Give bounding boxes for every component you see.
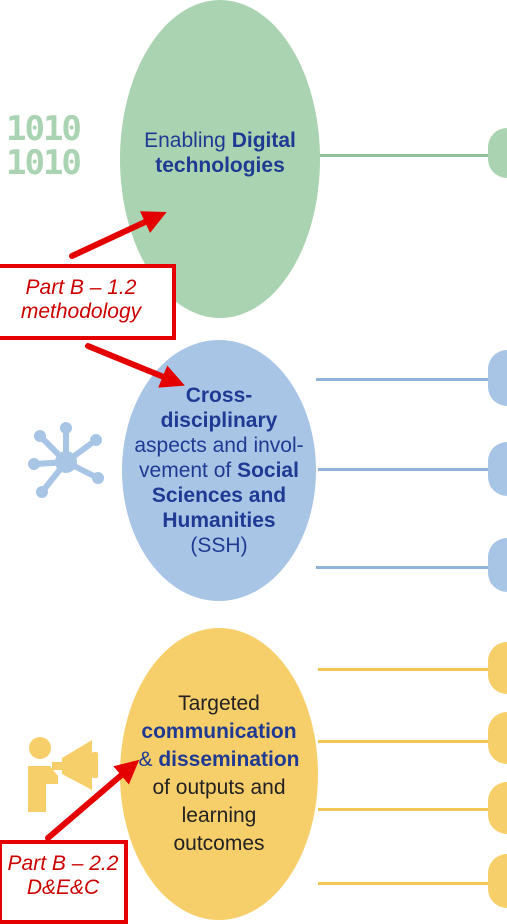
branch-node-ssh-1 — [488, 350, 507, 406]
callout-methodology: Part B – 1.2 methodology — [0, 264, 176, 340]
node-digital-prefix: Enabling — [144, 129, 232, 152]
branch-node-comm-3 — [488, 782, 507, 834]
branch-node-comm-2 — [488, 712, 507, 764]
callout-dec-line1: Part B – 2.2 — [7, 852, 119, 875]
ssh-line7: (SSH) — [190, 534, 248, 557]
ssh-line3: aspects and invol- — [134, 434, 304, 457]
node-digital-bold: Digital technologies — [155, 129, 296, 177]
comm-line4: of outputs and — [152, 776, 286, 799]
node-communication: Targeted communication & dissemination o… — [120, 628, 318, 920]
connector-comm-4 — [318, 882, 498, 885]
branch-node-comm-1 — [488, 642, 507, 694]
connector-ssh-3 — [316, 566, 498, 569]
node-ssh: Cross- disciplinary aspects and invol- v… — [120, 338, 318, 603]
ssh-line2: disciplinary — [160, 409, 278, 432]
connector-comm-2 — [318, 740, 498, 743]
ssh-line5: Sciences and — [151, 484, 287, 507]
ssh-line1: Cross- — [185, 384, 253, 407]
connector-ssh-2 — [316, 468, 498, 471]
comm-line2: communication — [141, 720, 297, 743]
connector-comm-3 — [318, 808, 498, 811]
ssh-line4-prefix: vement of — [139, 459, 238, 482]
branch-node-ssh-2 — [488, 442, 507, 496]
callout-methodology-line2: methodology — [20, 300, 142, 323]
comm-line3-bold: dissemination — [158, 748, 300, 771]
comm-line1: Targeted — [178, 692, 260, 715]
comm-line6: outcomes — [173, 832, 265, 855]
connector-comm-1 — [318, 668, 498, 671]
comm-line5: learning — [181, 804, 257, 827]
ssh-line6: Humanities — [162, 509, 276, 532]
callout-dec-line2: D&E&C — [26, 876, 100, 899]
branch-node-ssh-3 — [488, 538, 507, 592]
connector-digital — [318, 154, 498, 157]
branch-node-digital — [488, 128, 507, 178]
callout-methodology-line1: Part B – 1.2 — [25, 276, 137, 299]
network-icon — [28, 422, 104, 498]
binary-line1: 1010 — [6, 109, 82, 149]
ssh-line4-bold: Social — [237, 459, 299, 482]
callout-dec: Part B – 2.2 D&E&C — [0, 840, 128, 924]
arrow-to-ssh — [85, 343, 185, 388]
arrow-to-communication — [45, 759, 140, 841]
megaphone-person-icon — [28, 737, 98, 812]
comm-line3-prefix: & — [138, 748, 159, 771]
connector-ssh-1 — [316, 378, 498, 381]
branch-node-comm-4 — [488, 854, 507, 908]
arrow-to-digital — [69, 211, 167, 259]
binary-line2: 1010 — [6, 143, 82, 183]
binary-icon: 1010 1010 — [6, 112, 86, 186]
